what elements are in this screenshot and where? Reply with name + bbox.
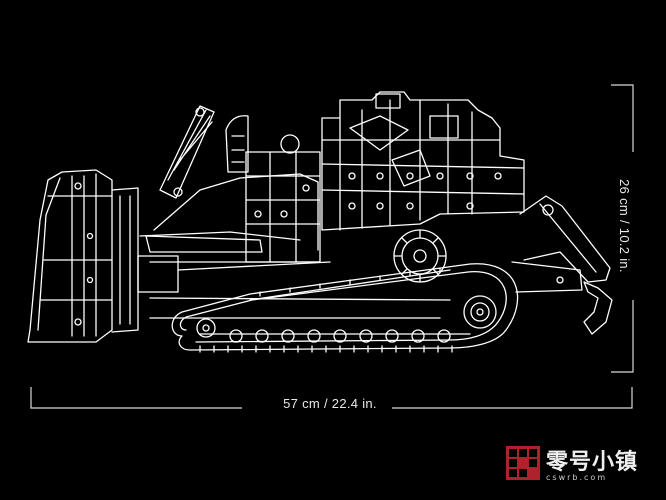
height-dimension-label: 26 cm / 10.2 in. <box>617 179 632 273</box>
height-dimension-line <box>611 84 634 373</box>
watermark-subtitle: cswrb.com <box>546 473 608 482</box>
watermark-title: 零号小镇 <box>546 450 639 475</box>
exhaust-stack <box>225 115 249 173</box>
watermark-logo-icon <box>506 446 540 480</box>
watermark: 零号小镇 cswrb.com <box>506 444 656 488</box>
bulldozer-drawing <box>27 91 613 353</box>
width-dimension-line <box>30 387 633 409</box>
engine-cab <box>245 134 321 263</box>
front-blade <box>27 169 139 343</box>
track <box>171 263 519 353</box>
width-dimension-label: 57 cm / 22.4 in. <box>283 396 377 411</box>
hydraulic-ram <box>145 105 263 253</box>
lift-arm <box>137 173 451 319</box>
rear-machinery <box>321 91 525 231</box>
rear-ripper <box>511 195 613 335</box>
